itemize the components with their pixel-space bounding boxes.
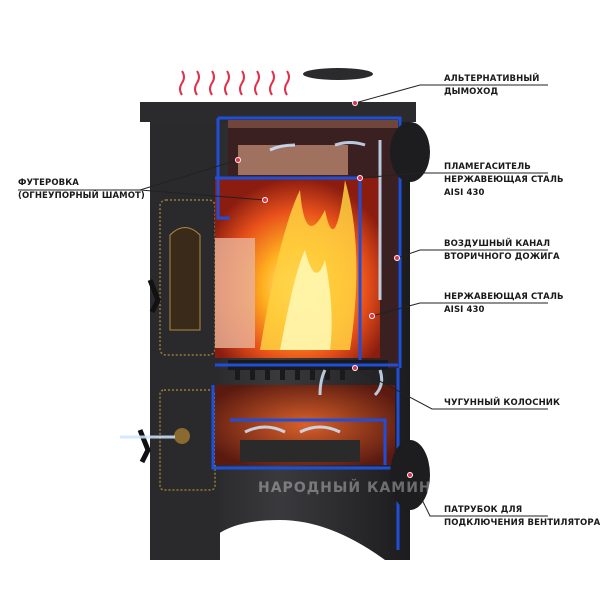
label-line: АЛЬТЕРНАТИВНЫЙ [444, 74, 540, 84]
label-line: (ОГНЕУПОРНЫЙ ШАМОТ) [18, 191, 145, 201]
stove-front-panel [150, 122, 220, 560]
leader-lines [18, 84, 548, 517]
label-air-channel: ВОЗДУШНЫЙ КАНАЛ ВТОРИЧНОГО ДОЖИГА [444, 238, 560, 264]
flame-core [280, 250, 332, 350]
callout-dots [235, 100, 413, 478]
label-line: ПАТРУБОК ДЛЯ [444, 505, 523, 515]
label-cast-iron-grate: ЧУГУННЫЙ КОЛОСНИК [444, 397, 560, 410]
alt-chimney-pipe [390, 122, 430, 182]
label-line: ЧУГУННЫЙ КОЛОСНИК [444, 398, 561, 408]
door-window [169, 227, 201, 331]
label-lining: ФУТЕРОВКА (ОГНЕУПОРНЫЙ ШАМОТ) [18, 177, 145, 203]
label-line: ДЫМОХОД [444, 87, 499, 97]
label-line: ВОЗДУШНЫЙ КАНАЛ [444, 239, 551, 249]
label-stainless-steel: НЕРЖАВЕЮЩАЯ СТАЛЬ AISI 430 [444, 291, 564, 317]
ash-pan [240, 440, 360, 462]
label-line: AISI 430 [444, 305, 485, 315]
air-regulator [174, 428, 190, 444]
firebrick-left [215, 238, 255, 348]
label-line: ФУТЕРОВКА [18, 178, 79, 188]
label-fan-pipe: ПАТРУБОК ДЛЯ ПОДКЛЮЧЕНИЯ ВЕНТИЛЯТОРА [444, 504, 600, 530]
ash-door-handle [137, 429, 151, 464]
door-trim [159, 199, 216, 356]
label-line: AISI 430 [444, 188, 485, 198]
smoke-channel [228, 120, 398, 128]
firebrick-top [238, 145, 348, 175]
label-line: ПОДКЛЮЧЕНИЯ ВЕНТИЛЯТОРА [444, 518, 600, 528]
label-line: ВТОРИЧНОГО ДОЖИГА [444, 252, 560, 262]
heat-waves-icon [179, 70, 290, 96]
label-line: НЕРЖАВЕЮЩАЯ СТАЛЬ [444, 292, 564, 302]
chimney-cap [303, 68, 373, 80]
label-line: НЕРЖАВЕЮЩАЯ СТАЛЬ [444, 175, 564, 185]
label-line: ПЛАМЕГАСИТЕЛЬ [444, 162, 531, 172]
airflow-arrows-icon [120, 140, 384, 439]
label-alt-chimney: АЛЬТЕРНАТИВНЫЙ ДЫМОХОД [444, 73, 539, 99]
label-flame-damper: ПЛАМЕГАСИТЕЛЬ НЕРЖАВЕЮЩАЯ СТАЛЬ AISI 430 [444, 161, 564, 200]
door-handle [147, 279, 161, 314]
watermark: НАРОДНЫЙ КАМИН [258, 480, 432, 496]
